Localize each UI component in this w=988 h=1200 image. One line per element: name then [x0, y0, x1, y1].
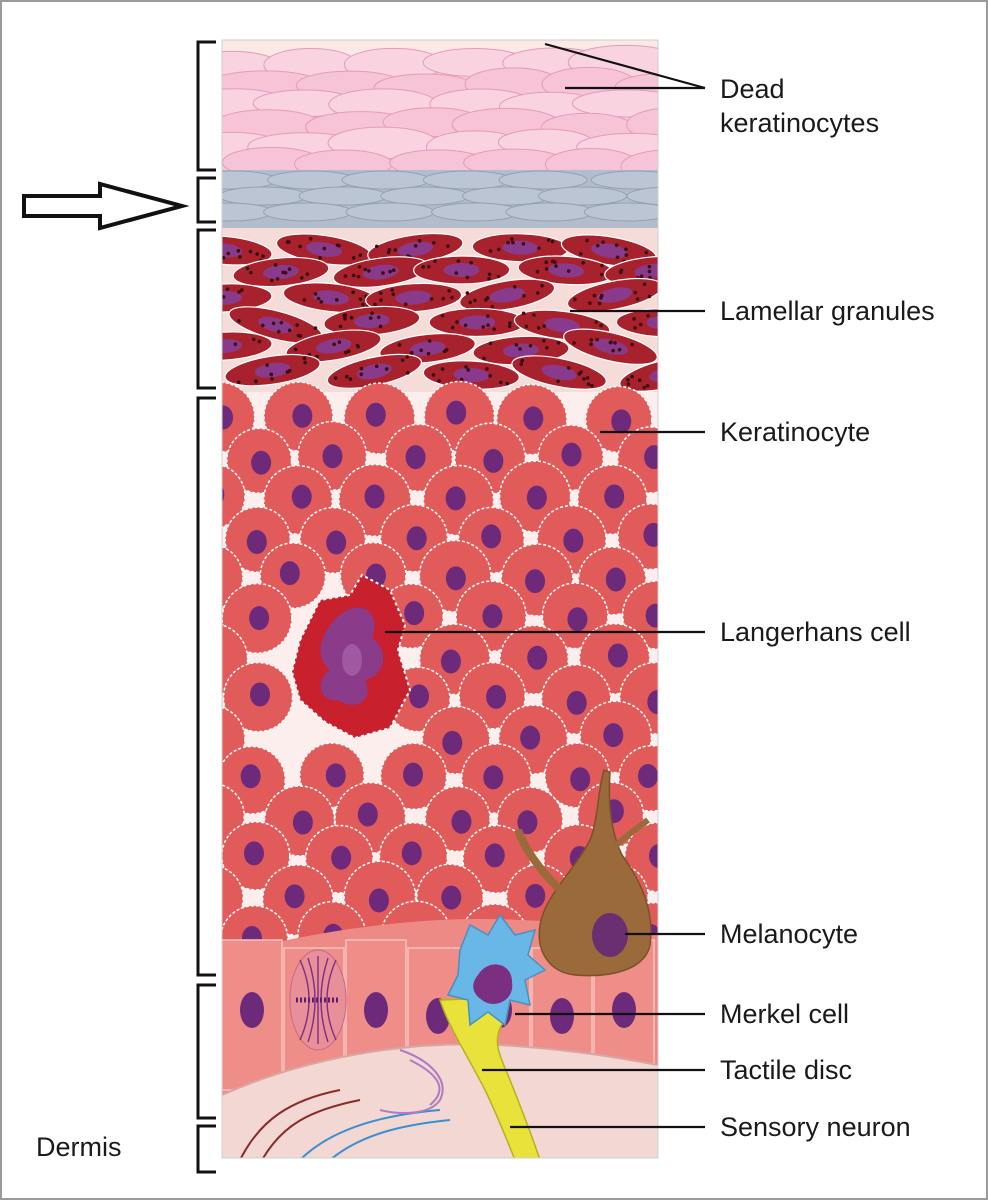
- granular-cell: [365, 282, 463, 313]
- granular-cell: [222, 331, 273, 361]
- dermis-fibers: [239, 1049, 451, 1158]
- dead-keratinocyte-flake: [571, 89, 658, 118]
- label-dermis: Dermis: [36, 1132, 122, 1162]
- lucidum-cell: [341, 170, 431, 190]
- lucidum-cell: [583, 202, 658, 222]
- stratum-granulosum: [222, 228, 658, 393]
- granular-cell: [511, 355, 607, 390]
- lucidum-cell: [345, 202, 435, 222]
- lucidum-cell: [498, 170, 588, 190]
- label-tactile-disc: Tactile disc: [720, 1055, 853, 1085]
- stratum-corneum: [222, 44, 658, 184]
- granular-cell: [222, 283, 273, 313]
- granular-cell: [413, 255, 511, 285]
- granular-cells: [222, 232, 658, 392]
- lucidum-cell: [422, 170, 512, 190]
- label-sensory-neuron: Sensory neuron: [720, 1112, 911, 1142]
- merkel-cell-shape: [446, 913, 547, 1027]
- granular-cell: [285, 329, 382, 363]
- granular-cell: [282, 282, 380, 313]
- label-langerhans-cell: Langerhans cell: [720, 617, 911, 647]
- label-dead-line1: Dead: [720, 74, 785, 104]
- granular-cell: [326, 353, 423, 389]
- lucidum-cell: [505, 202, 595, 222]
- lucidum-cell: [222, 186, 308, 206]
- keratinocyte-cell: [222, 661, 294, 733]
- lucidum-cell: [590, 170, 658, 190]
- leader-dead-1: [544, 42, 706, 90]
- granular-cell: [222, 235, 273, 266]
- lucidum-cell: [537, 186, 627, 206]
- lucidum-cell: [263, 202, 353, 222]
- skin-column: [222, 40, 658, 1158]
- keratinocyte-cell: [222, 464, 246, 528]
- granular-cell: [566, 277, 658, 313]
- lucidum-cell: [222, 170, 278, 190]
- granular-cell: [232, 256, 330, 288]
- lucidum-flakes: [222, 170, 658, 222]
- melanocyte: [514, 769, 652, 977]
- label-dead-line2: keratinocytes: [720, 108, 880, 138]
- lucidum-cell: [298, 186, 388, 206]
- label-lamellar-granules: Lamellar granules: [720, 296, 935, 326]
- label-merkel-cell: Merkel cell: [720, 999, 850, 1029]
- granular-cell: [563, 328, 658, 365]
- keratinocyte-cell: [458, 661, 527, 730]
- label-keratinocyte: Keratinocyte: [720, 417, 871, 447]
- bracket-lucidum: [196, 176, 216, 224]
- dermis-region: [222, 1043, 658, 1158]
- column-border: [221, 39, 659, 1159]
- keratinocyte-cell: [222, 582, 293, 654]
- bracket-granulosum: [196, 228, 216, 390]
- keratinocyte-cell: [379, 742, 448, 810]
- granular-cell: [517, 255, 615, 286]
- granular-cell: [422, 360, 520, 390]
- granular-cell: [459, 278, 556, 312]
- pointer-arrow: [22, 181, 190, 231]
- dead-keratinocyte-flake: [626, 108, 658, 142]
- lucidum-cell: [380, 186, 470, 206]
- basal-cell: [222, 939, 283, 1091]
- bracket-dermis: [196, 1124, 216, 1174]
- granular-cell: [428, 307, 526, 338]
- label-melanocyte: Melanocyte: [720, 919, 859, 949]
- keratinocyte-cell: [222, 821, 291, 891]
- corneum-flakes: [222, 44, 658, 184]
- label-dead-keratinocytes: Dead keratinocytes: [720, 72, 879, 140]
- layer-brackets: [196, 40, 216, 1174]
- granular-cell: [224, 353, 321, 387]
- stratum-lucidum: [222, 170, 658, 230]
- lucidum-cell: [626, 186, 658, 206]
- bracket-spinosum: [196, 396, 216, 977]
- bracket-basale: [196, 983, 216, 1120]
- lucidum-cell: [462, 186, 552, 206]
- bracket-corneum: [196, 40, 216, 172]
- langerhans-cell: [290, 573, 412, 740]
- leader-lines: [385, 42, 706, 1129]
- granular-cell: [323, 305, 421, 336]
